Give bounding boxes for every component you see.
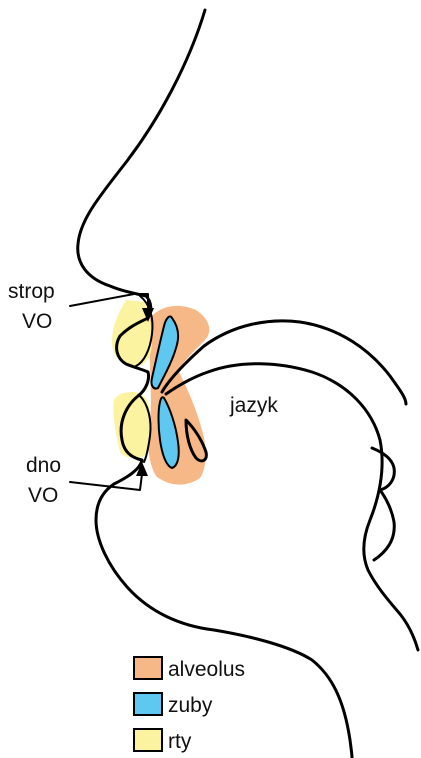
- legend-swatch-rty: [134, 729, 162, 751]
- face-profile-line: [78, 10, 352, 758]
- legend-label-rty: rty: [168, 730, 192, 753]
- legend-swatch-zuby: [134, 693, 162, 715]
- label-floor-line2: VO: [28, 484, 58, 507]
- label-tongue: jazyk: [229, 394, 278, 417]
- tongue-outline: [166, 364, 418, 650]
- floor-arrow-line: [70, 474, 142, 490]
- legend-label-alveolus: alveolus: [168, 658, 245, 681]
- legend: alveolus zuby rty: [134, 657, 245, 753]
- label-floor-line1: dno: [26, 454, 61, 477]
- legend-swatch-alveolus: [134, 657, 162, 679]
- label-roof-line2: VO: [22, 310, 52, 333]
- legend-label-zuby: zuby: [168, 694, 213, 717]
- label-roof-line1: strop: [8, 280, 55, 303]
